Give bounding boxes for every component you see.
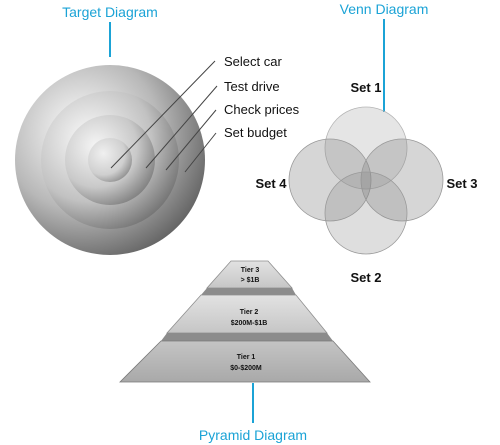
venn-label-set-1: Set 1 (350, 80, 381, 95)
venn-circle-set-2 (324, 171, 408, 255)
pyramid-band-3 (201, 288, 296, 295)
callout-line-check-prices (165, 109, 217, 171)
target-callout-lines (110, 60, 218, 173)
callout-label-test-drive: Test drive (224, 79, 280, 94)
tier-3-name: Tier 3 (241, 267, 260, 274)
callout-label-select-car: Select car (224, 54, 282, 69)
tier-3-range: > $1B (241, 277, 260, 284)
tier-1-name: Tier 1 (237, 354, 256, 361)
tier-1-range: $0-$200M (230, 365, 262, 372)
target-diagram-title: Target Diagram (62, 4, 158, 20)
venn-label-set-4: Set 4 (255, 176, 287, 191)
callout-label-check-prices: Check prices (224, 102, 300, 117)
pyramid-diagram: Tier 3 > $1B Tier 2 $200M-$1B Tier 1 $0-… (119, 260, 371, 443)
venn-circle-set-4 (288, 138, 372, 222)
venn-label-set-3: Set 3 (446, 176, 477, 191)
target-diagram: Target Diagram Select car Test drive Che… (15, 4, 300, 255)
callout-line-set-budget (184, 132, 217, 173)
pyramid-diagram-title: Pyramid Diagram (199, 427, 307, 443)
callout-label-set-budget: Set budget (224, 125, 287, 140)
venn-label-set-2: Set 2 (350, 270, 381, 285)
tier-2-name: Tier 2 (240, 309, 259, 316)
venn-diagram-title: Venn Diagram (340, 1, 429, 17)
pyramid-tier-1 (119, 340, 371, 383)
pyramid-band-2 (161, 333, 333, 341)
tier-2-range: $200M-$1B (231, 320, 268, 327)
venn-diagram: Venn Diagram Set 1 Set 4 Set 3 Set 2 (255, 1, 477, 285)
callout-line-select-car (110, 60, 216, 169)
target-ring-center (88, 138, 132, 182)
venn-circle-set-1 (324, 106, 408, 190)
venn-circle-set-3 (360, 138, 444, 222)
callout-line-test-drive (145, 85, 218, 169)
